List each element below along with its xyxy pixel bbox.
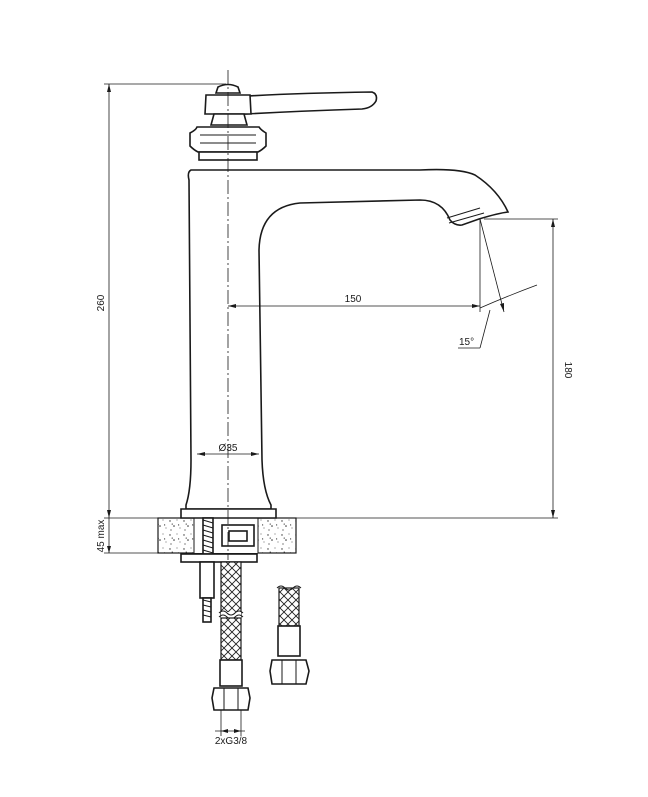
dimension-total-height: 260	[96, 83, 226, 519]
dimension-label-connection: 2xG3/8	[215, 736, 248, 747]
dimension-spout-height: 180	[296, 218, 573, 519]
dimension-label-45max: 45 max	[96, 520, 107, 553]
dimension-label-150: 150	[345, 294, 362, 305]
dimension-label-260: 260	[96, 294, 107, 311]
dimension-connection: 2xG3/8	[215, 710, 248, 747]
dimension-spout-angle: 15°	[458, 218, 538, 349]
dimension-spout-reach: 150	[228, 294, 480, 308]
dimension-label-15deg: 15°	[459, 337, 474, 348]
supply-hose-right	[269, 585, 310, 685]
faucet-body	[180, 168, 510, 519]
dimension-label-diameter: Ø35	[219, 443, 238, 454]
mounting-hardware	[180, 517, 258, 623]
dimension-base-diameter: Ø35	[197, 443, 259, 456]
dimension-counter-thickness: 45 max	[96, 518, 158, 554]
faucet-handle	[189, 83, 378, 161]
dimension-label-180: 180	[562, 362, 573, 379]
supply-hose-left	[211, 561, 251, 711]
